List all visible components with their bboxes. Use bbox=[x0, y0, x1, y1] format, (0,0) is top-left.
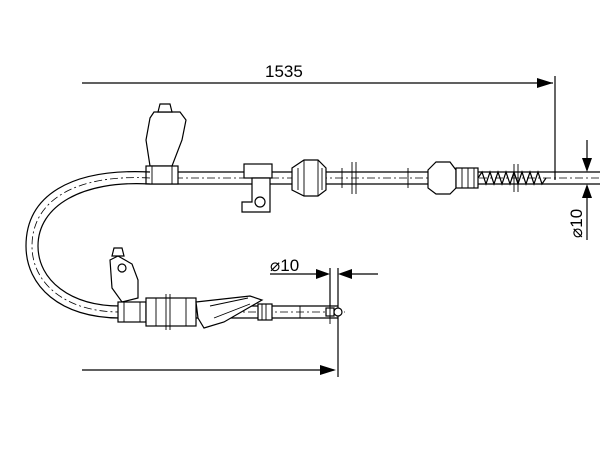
upper-grommet bbox=[291, 159, 327, 197]
upper-clip bbox=[241, 163, 273, 213]
lower-diameter-label: ⌀10 bbox=[270, 256, 299, 275]
overall-length-label: 1535 bbox=[265, 62, 303, 81]
right-diameter-label: ⌀10 bbox=[567, 209, 586, 238]
upper-end-fitting bbox=[427, 161, 479, 195]
lower-diameter-dimension: ⌀10 bbox=[270, 256, 378, 306]
lower-angled-bracket bbox=[195, 295, 264, 329]
upper-spring bbox=[477, 164, 547, 192]
upper-conduit-marks bbox=[341, 162, 409, 194]
overall-length-dimension: 1535 bbox=[82, 62, 556, 180]
lower-mounting-bracket bbox=[109, 247, 147, 323]
cable-loop bbox=[25, 171, 151, 319]
right-diameter-dimension: ⌀10 bbox=[555, 140, 600, 240]
bottom-reference-dimension bbox=[82, 268, 339, 377]
upper-mounting-bracket bbox=[145, 103, 187, 185]
lower-grommet bbox=[145, 294, 197, 330]
